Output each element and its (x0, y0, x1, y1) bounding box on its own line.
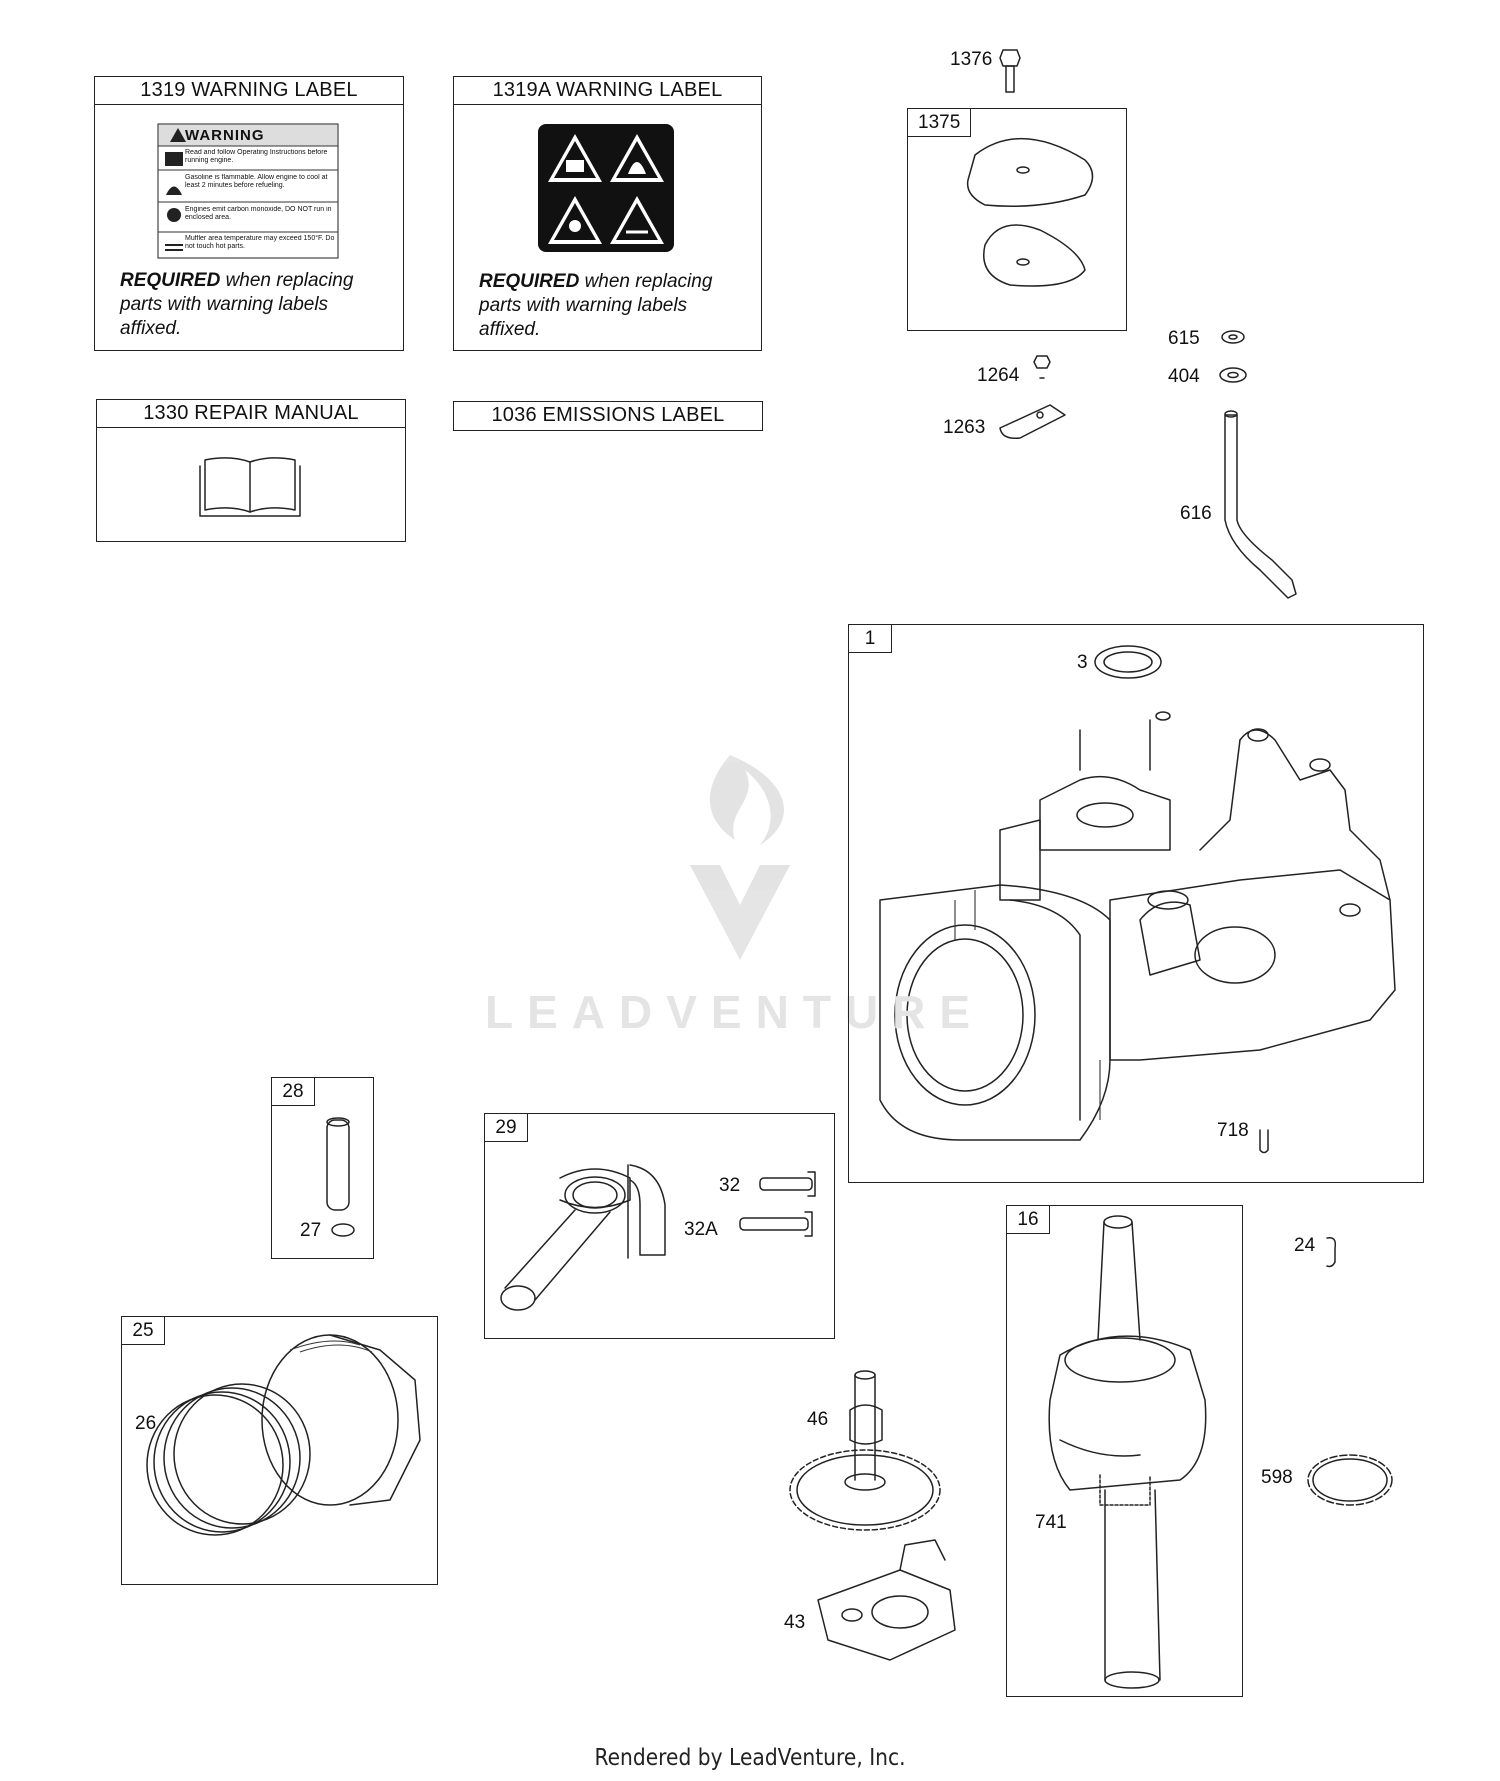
cover-1375-drawing (966, 138, 1094, 287)
callout-43[interactable]: 43 (784, 1612, 806, 1633)
group-box-1[interactable]: 1 (848, 624, 1424, 1183)
warning-a-note-text: when replacing parts with warning labels… (479, 271, 713, 340)
ring-598-drawing (1307, 1454, 1393, 1506)
callout-46[interactable]: 46 (807, 1409, 829, 1430)
callout-615[interactable]: 615 (1168, 328, 1200, 349)
watermark-text: LEADVENTURE (485, 986, 985, 1038)
group-tab-28: 28 (272, 1078, 315, 1106)
warning-sticker-line-4: Muffler area temperature may exceed 150°… (185, 235, 335, 250)
warning-sticker-line-2: Gasoline is flammable. Allow engine to c… (185, 174, 328, 189)
nut-bracket-drawing (999, 355, 1066, 440)
callout-24[interactable]: 24 (1294, 1235, 1316, 1256)
warning-pictogram-drawing (538, 124, 674, 252)
callout-27[interactable]: 27 (300, 1220, 322, 1241)
warning-label-box[interactable]: 1319 WARNING LABEL WARNING Read and foll… (94, 76, 404, 351)
pin-28-drawing (326, 1117, 355, 1237)
group-tab-1: 1 (849, 625, 892, 653)
warning-required-word: REQUIRED (120, 270, 221, 291)
warning-label-a-title: 1319A WARNING LABEL (454, 77, 761, 105)
group-tab-1375: 1375 (908, 109, 972, 137)
warning-note-text: when replacing parts with warning labels… (120, 270, 354, 339)
group-box-29[interactable]: 29 (484, 1113, 835, 1339)
engine-block-drawing (879, 645, 1396, 1154)
callout-1263[interactable]: 1263 (943, 417, 986, 438)
crankshaft-drawing (1048, 1215, 1207, 1689)
callout-616[interactable]: 616 (1180, 503, 1212, 524)
leadventure-logo-watermark (690, 755, 790, 960)
callout-718[interactable]: 718 (1217, 1120, 1249, 1141)
callout-741[interactable]: 741 (1035, 1512, 1067, 1533)
callout-32a[interactable]: 32A (684, 1219, 718, 1240)
camshaft-gear-drawing (789, 1370, 941, 1531)
group-box-28[interactable]: 28 (271, 1077, 374, 1259)
group-box-16[interactable]: 16 (1006, 1205, 1243, 1697)
emissions-label-title: 1036 EMISSIONS LABEL (491, 404, 725, 426)
warning-sticker-drawing (157, 123, 339, 259)
warning-a-required-note: REQUIRED when replacing parts with warni… (479, 270, 749, 342)
book-icon (199, 457, 301, 517)
group-box-25[interactable]: 25 (121, 1316, 438, 1585)
group-box-1375[interactable]: 1375 (907, 108, 1127, 331)
warning-sticker-line-3: Engines emit carbon monoxide, DO NOT run… (185, 206, 332, 221)
warning-a-required-word: REQUIRED (479, 271, 580, 292)
repair-manual-box[interactable]: 1330 REPAIR MANUAL (96, 399, 406, 542)
callout-3[interactable]: 3 (1077, 652, 1088, 673)
group-tab-29: 29 (485, 1114, 528, 1142)
warning-label-title: 1319 WARNING LABEL (95, 77, 403, 105)
footer-credit: Rendered by LeadVenture, Inc. (594, 1745, 906, 1771)
group-tab-25: 25 (122, 1317, 165, 1345)
callout-26[interactable]: 26 (135, 1413, 157, 1434)
clip-24-drawing (1326, 1236, 1337, 1268)
callout-1376[interactable]: 1376 (950, 49, 993, 70)
washers-drawing (1219, 330, 1247, 383)
dipstick-616-drawing (1224, 410, 1297, 599)
callout-1264[interactable]: 1264 (977, 365, 1020, 386)
callout-32[interactable]: 32 (719, 1175, 741, 1196)
connecting-rod-drawing (500, 1164, 816, 1311)
repair-manual-title: 1330 REPAIR MANUAL (97, 400, 405, 428)
emissions-label-box[interactable]: 1036 EMISSIONS LABEL (453, 401, 763, 431)
governor-drawing (817, 1539, 956, 1661)
warning-required-note: REQUIRED when replacing parts with warni… (120, 269, 390, 341)
warning-sticker-heading: WARNING (185, 127, 265, 144)
piston-drawing (146, 1334, 421, 1536)
callout-404[interactable]: 404 (1168, 366, 1200, 387)
warning-sticker-line-1: Read and follow Operating Instructions b… (185, 149, 328, 164)
group-tab-16: 16 (1007, 1206, 1050, 1234)
bolt-1376-drawing (999, 49, 1021, 93)
warning-label-a-box[interactable]: 1319A WARNING LABEL REQUIRED when replac… (453, 76, 762, 351)
callout-598[interactable]: 598 (1261, 1467, 1293, 1488)
